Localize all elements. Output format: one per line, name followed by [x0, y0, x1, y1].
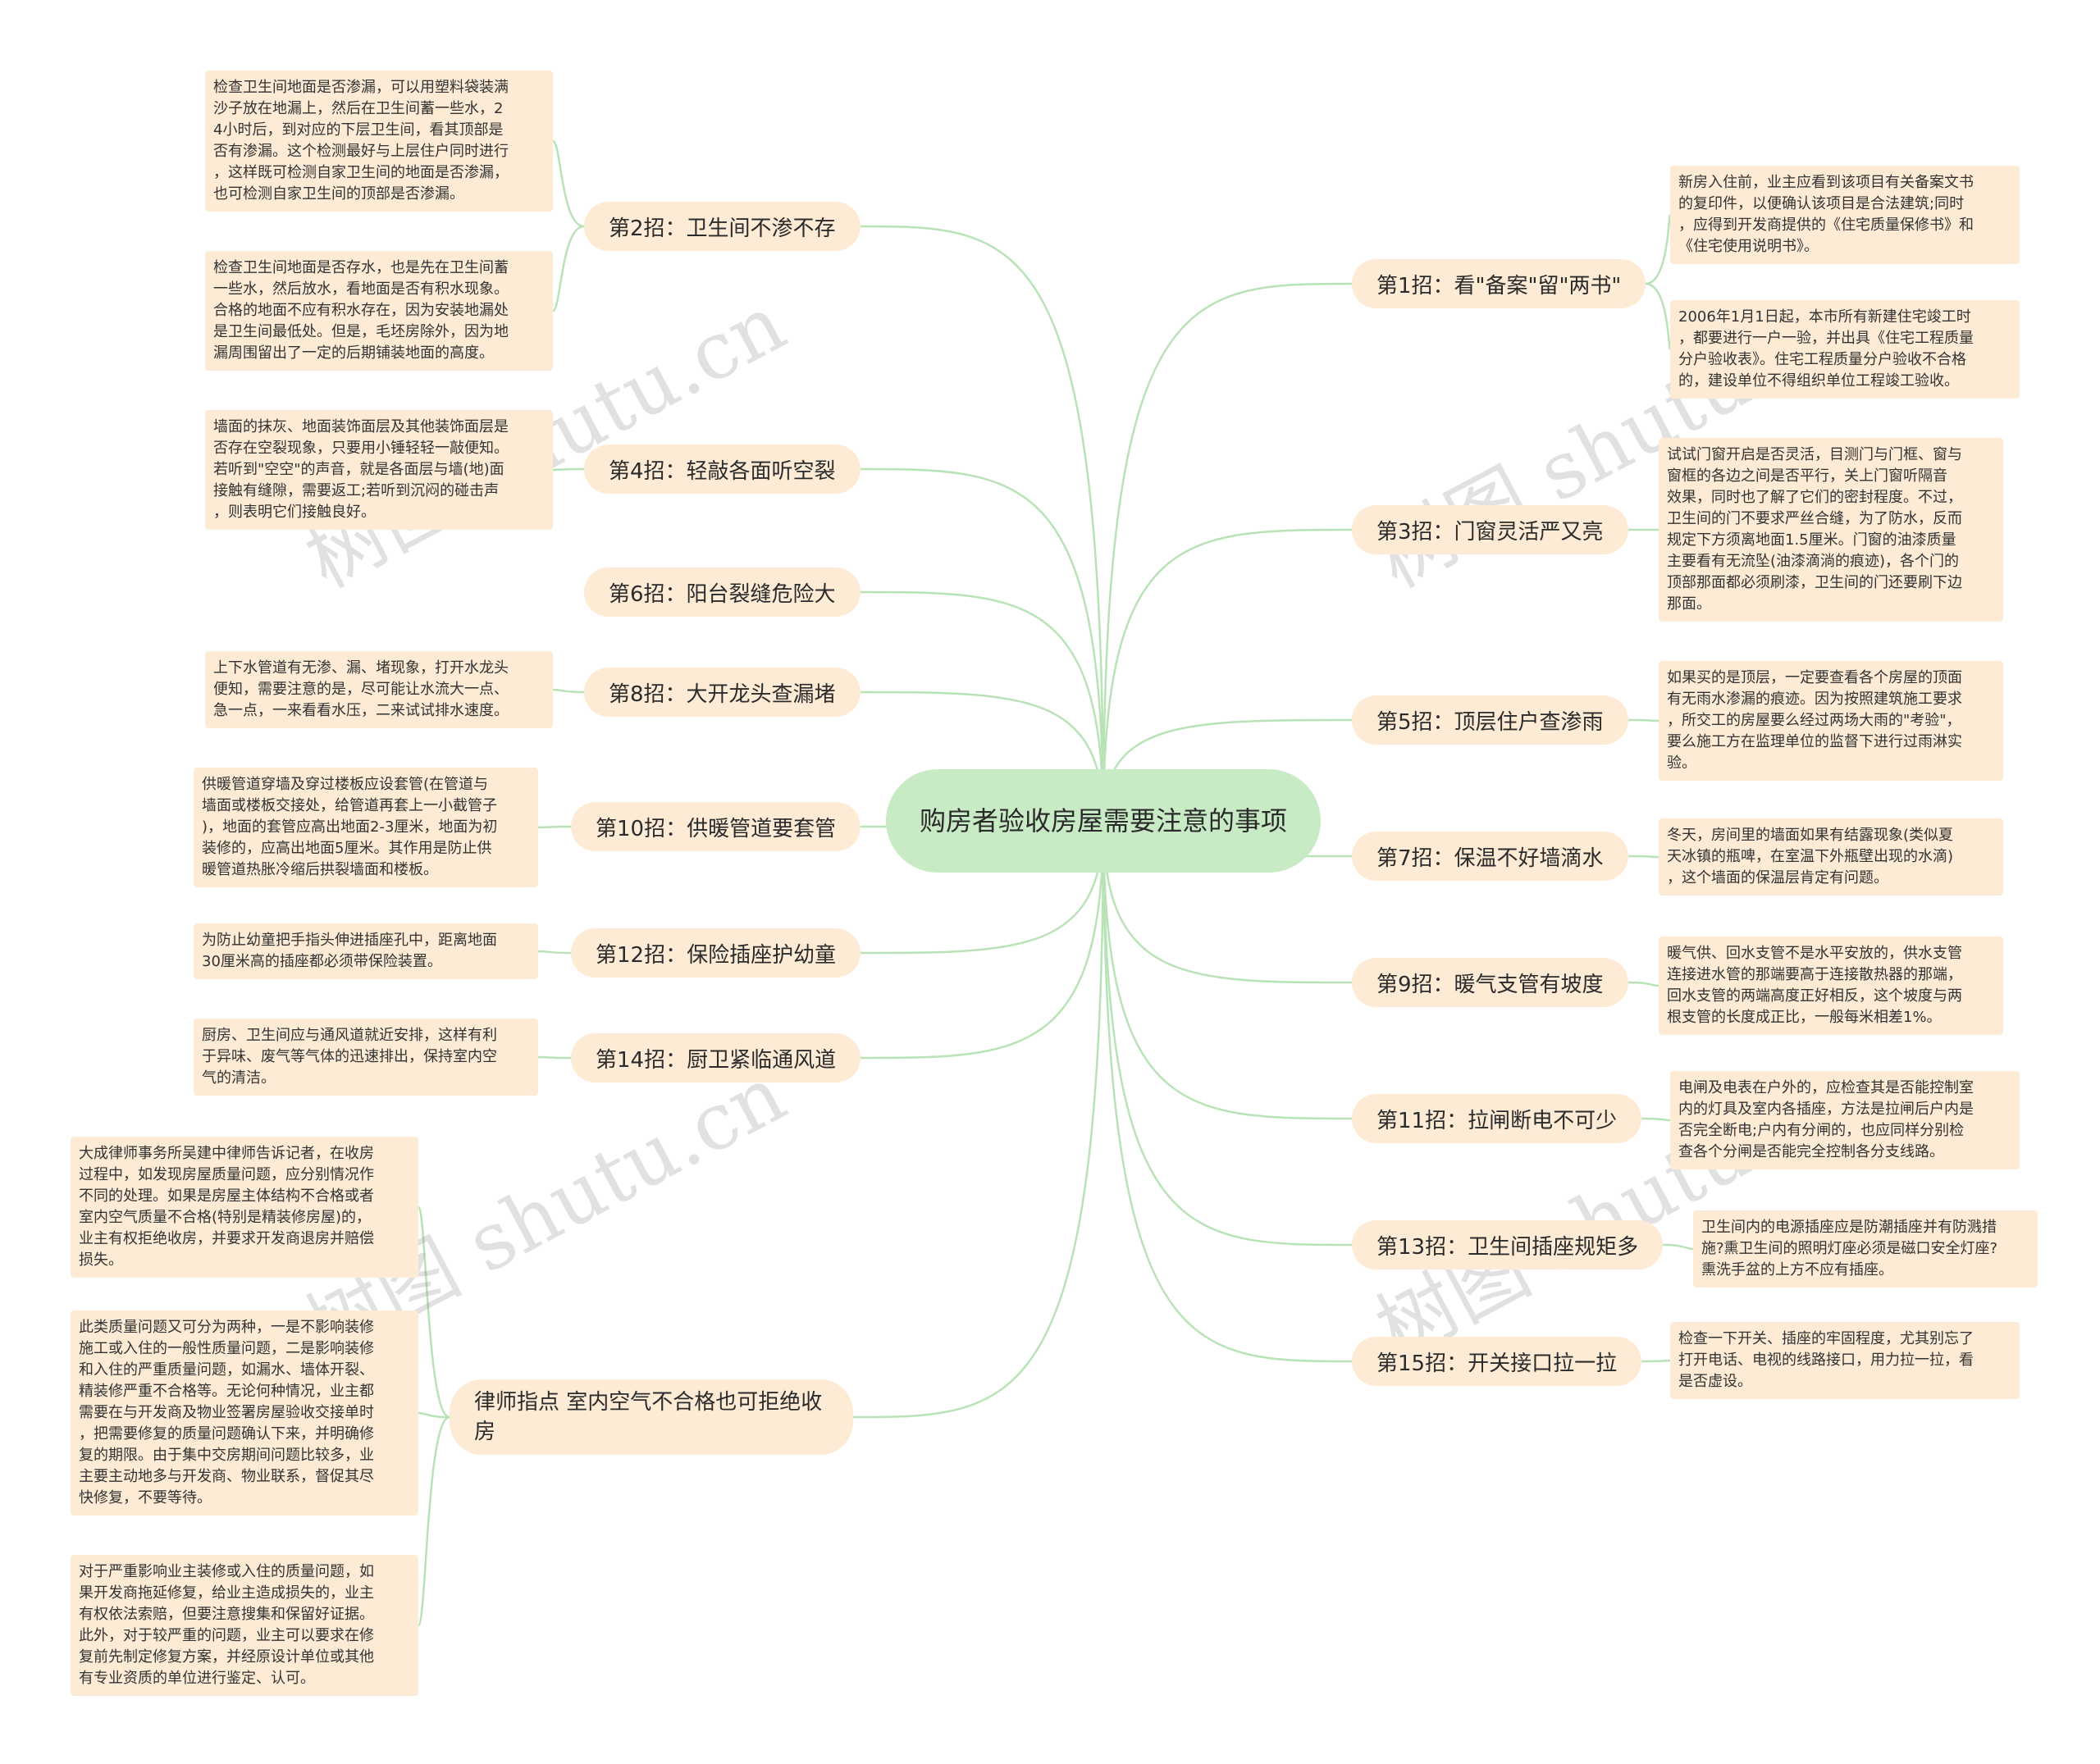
leaf-note: 大成律师事务所吴建中律师告诉记者，在收房 过程中，如发现房屋质量问题，应分别情况… — [71, 1137, 418, 1278]
branch-tip-3[interactable]: 第3招：门窗灵活严又亮 — [1352, 505, 1628, 554]
leaf-note: 对于严重影响业主装修或入住的质量问题，如 果开发商拖延修复，给业主造成损失的，业… — [71, 1555, 418, 1696]
connector-line — [552, 467, 585, 472]
connector-line — [860, 820, 1105, 1060]
connector-line — [1628, 718, 1659, 722]
branch-tip-5[interactable]: 第5招：顶层住户查渗雨 — [1352, 695, 1628, 745]
leaf-note: 厨房、卫生间应与通风道就近安排，这样有利 于异味、废气等气体的迅速排出，保持室内… — [194, 1019, 538, 1096]
connector-line — [1102, 820, 1353, 1247]
connector-line — [1645, 213, 1672, 285]
connector-line — [1628, 855, 1659, 859]
leaf-note: 检查卫生间地面是否存水，也是先在卫生间蓄 一些水，然后放水，看地面是否有积水现象… — [205, 251, 553, 371]
connector-line — [1102, 820, 1353, 1363]
central-topic[interactable]: 购房者验收房屋需要注意的事项 — [886, 769, 1321, 873]
leaf-note: 为防止幼童把手指头伸进插座孔中，距离地面 30厘米高的插座都必须带保险装置。 — [194, 923, 538, 979]
connector-line — [537, 1055, 572, 1060]
leaf-note: 检查卫生间地面是否渗漏，可以用塑料袋装满 沙子放在地漏上，然后在卫生间蓄一些水，… — [205, 71, 553, 212]
connector-line — [1641, 1117, 1671, 1122]
connector-line — [860, 467, 1105, 822]
leaf-note: 卫生间内的电源插座应是防潮插座并有防溅措 施?熏卫生间的照明灯座必须是磁口安全灯… — [1693, 1210, 2038, 1288]
connector-line — [860, 590, 1105, 822]
connector-line — [537, 950, 572, 955]
connector-line — [417, 1206, 450, 1419]
branch-tip-12[interactable]: 第12招：保险插座护幼童 — [571, 928, 861, 978]
connector-line — [551, 139, 585, 228]
branch-tip-10[interactable]: 第10招：供暖管道要套管 — [571, 802, 861, 851]
connector-line — [1102, 820, 1353, 984]
leaf-note: 此类质量问题又可分为两种，一是不影响装修 施工或入住的一般性质量问题，二是影响装… — [71, 1310, 418, 1516]
connector-line — [852, 820, 1105, 1419]
leaf-note: 如果买的是顶层，一定要查看各个房屋的顶面 有无雨水渗漏的痕迹。因为按照建筑施工要… — [1659, 661, 2003, 781]
leaf-note: 冬天，房间里的墙面如果有结露现象(类似夏 天冰镇的瓶啤，在室温下外瓶壁出现的水滴… — [1659, 818, 2003, 896]
branch-tip-15[interactable]: 第15招：开关接口拉一拉 — [1352, 1337, 1642, 1386]
branch-tip-13[interactable]: 第13招：卫生间插座规矩多 — [1352, 1220, 1664, 1269]
leaf-note: 检查一下开关、插座的牢固程度，尤其别忘了 打开电话、电视的线路接口，用力拉一拉，… — [1670, 1322, 2020, 1399]
branch-tip-8[interactable]: 第8招：大开龙头查漏堵 — [584, 668, 861, 717]
connector-line — [1102, 282, 1353, 822]
leaf-note: 墙面的抹灰、地面装饰面层及其他装饰面层是 否存在空裂现象，只要用小锤轻轻一敲便知… — [205, 410, 553, 530]
branch-lawyer-advice[interactable]: 律师指点 室内空气不合格也可拒绝收房 — [450, 1379, 853, 1455]
branch-tip-6[interactable]: 第6招：阳台裂缝危险大 — [584, 567, 861, 617]
connector-line — [1662, 1243, 1694, 1251]
connector-line — [551, 225, 585, 312]
branch-tip-7[interactable]: 第7招：保温不好墙滴水 — [1352, 832, 1628, 881]
branch-tip-4[interactable]: 第4招：轻敲各面听空裂 — [584, 444, 861, 494]
branch-tip-14[interactable]: 第14招：厨卫紧临通风道 — [571, 1033, 861, 1083]
leaf-note: 试试门窗开启是否灵活，目测门与门框、窗与 窗框的各边之间是否平行，关上门窗听隔音… — [1659, 438, 2003, 622]
connector-line — [860, 225, 1105, 822]
branch-tip-2[interactable]: 第2招：卫生间不渗不存 — [584, 202, 861, 251]
leaf-note: 供暖管道穿墙及穿过楼板应设套管(在管道与 墙面或楼板交接处，给管道再套上一小截管… — [194, 768, 538, 887]
leaf-note: 暖气供、回水支管不是水平安放的，供水支管 连接进水管的那端要高于连接散热器的那端… — [1659, 937, 2003, 1035]
branch-tip-1[interactable]: 第1招：看"备案"留"两书" — [1352, 259, 1646, 308]
leaf-note: 电闸及电表在户外的，应检查其是否能控制室 内的灯具及室内各插座，方法是拉闸后户内… — [1670, 1071, 2020, 1169]
leaf-note: 2006年1月1日起，本市所有新建住宅竣工时 ，都要进行一户一验，并出具《住宅工… — [1670, 300, 2020, 399]
leaf-note: 新房入住前，业主应看到该项目有关备案文书 的复印件，以便确认该项目是合法建筑;同… — [1670, 166, 2020, 264]
connector-line — [1102, 820, 1353, 1120]
leaf-note: 上下水管道有无渗、漏、堵现象，打开水龙头 便知，需要注意的是，尽可能让水流大一点… — [205, 651, 553, 728]
connector-line — [1645, 282, 1672, 351]
connector-line — [1102, 528, 1353, 822]
branch-tip-9[interactable]: 第9招：暖气支管有坡度 — [1352, 958, 1628, 1007]
connector-line — [552, 688, 585, 694]
connector-line — [417, 1415, 450, 1627]
branch-tip-11[interactable]: 第11招：拉闸断电不可少 — [1352, 1094, 1642, 1143]
connector-line — [418, 1411, 450, 1419]
connector-line — [1628, 981, 1659, 987]
